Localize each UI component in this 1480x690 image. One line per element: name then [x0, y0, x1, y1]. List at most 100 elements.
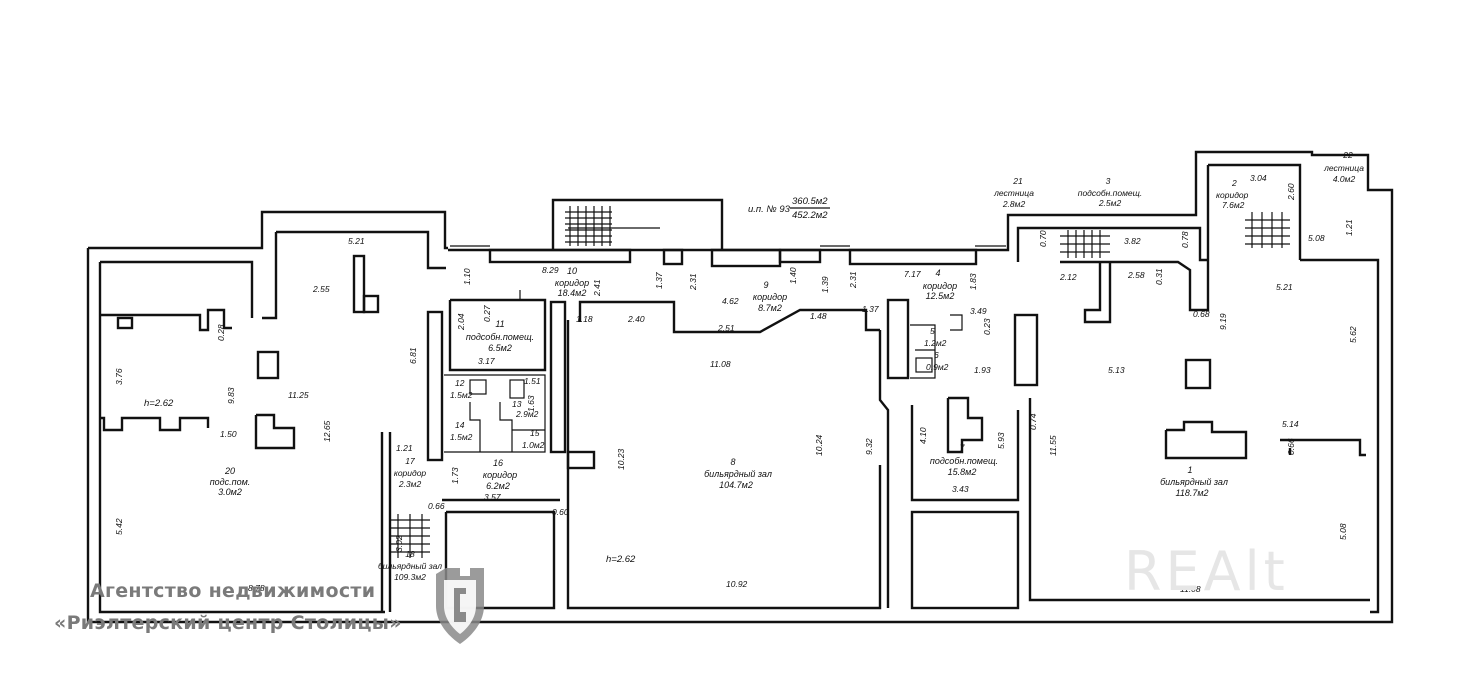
svg-text:бильярдный зал: бильярдный зал	[378, 561, 442, 571]
svg-text:1: 1	[1187, 465, 1192, 475]
svg-text:5.08: 5.08	[1338, 523, 1348, 540]
svg-text:2.5м2: 2.5м2	[1098, 198, 1122, 208]
room-21-label: 21 лестница 2.8м2	[993, 176, 1034, 209]
svg-text:коридор: коридор	[753, 292, 787, 302]
svg-text:1.5м2: 1.5м2	[450, 390, 473, 400]
agency-name-line1: Агентство недвижимости	[90, 580, 376, 602]
svg-text:20: 20	[224, 466, 235, 476]
svg-text:1.73: 1.73	[450, 467, 460, 484]
room-22-label: 22 лестница 4.0м2	[1323, 150, 1364, 184]
svg-text:коридор: коридор	[555, 278, 589, 288]
svg-text:лестница: лестница	[993, 188, 1034, 198]
svg-text:6.5м2: 6.5м2	[488, 343, 512, 353]
svg-text:5.21: 5.21	[1276, 282, 1293, 292]
svg-text:1.5м2: 1.5м2	[450, 432, 473, 442]
svg-text:5.21: 5.21	[348, 236, 365, 246]
svg-text:подс.пом.: подс.пом.	[210, 477, 251, 487]
svg-text:1.2м2: 1.2м2	[924, 338, 947, 348]
svg-text:0.28: 0.28	[216, 324, 226, 341]
svg-text:11.08: 11.08	[1180, 584, 1201, 594]
svg-text:6.2м2: 6.2м2	[486, 481, 510, 491]
svg-text:0.74: 0.74	[1028, 413, 1038, 430]
svg-text:1.21: 1.21	[396, 443, 413, 453]
svg-text:1.21: 1.21	[1344, 219, 1354, 236]
svg-text:1.50: 1.50	[220, 429, 237, 439]
unit-area-2: 452.2м2	[792, 210, 828, 221]
agency-shield-icon	[436, 568, 484, 644]
room-16-label: 16 коридор 6.2м2	[483, 458, 517, 491]
svg-text:118.7м2: 118.7м2	[1175, 488, 1208, 498]
room-15-label: 15 1.0м2	[522, 428, 545, 450]
svg-text:6: 6	[934, 350, 939, 360]
svg-text:1.83: 1.83	[968, 273, 978, 290]
svg-text:10: 10	[567, 266, 577, 276]
svg-text:подсобн.помещ.: подсобн.помещ.	[466, 332, 534, 342]
svg-text:1.37: 1.37	[862, 304, 879, 314]
svg-text:2.31: 2.31	[688, 273, 698, 291]
svg-text:13: 13	[512, 399, 522, 409]
site-watermark: REAlt	[1124, 540, 1289, 603]
svg-text:4: 4	[935, 268, 940, 278]
svg-text:коридор: коридор	[483, 470, 517, 480]
room-12-label: 12 1.5м2	[450, 378, 473, 400]
svg-text:2.41: 2.41	[592, 279, 602, 297]
svg-text:109.3м2: 109.3м2	[394, 572, 426, 582]
room-4-label: 4 коридор 12.5м2	[923, 268, 957, 301]
svg-text:1.18: 1.18	[576, 314, 593, 324]
svg-text:лестница: лестница	[1323, 163, 1364, 173]
svg-text:16: 16	[493, 458, 503, 468]
svg-text:5.62: 5.62	[1348, 326, 1358, 343]
svg-text:1.51: 1.51	[524, 376, 541, 386]
unit-number: и.п. № 93	[748, 204, 791, 215]
svg-text:коридор: коридор	[923, 281, 957, 291]
svg-text:5: 5	[930, 326, 935, 336]
stair-room-3	[1060, 230, 1110, 258]
svg-text:0.68: 0.68	[1193, 309, 1210, 319]
svg-text:10.92: 10.92	[726, 579, 748, 589]
svg-text:0.66: 0.66	[1286, 438, 1296, 455]
room-9-label: 9 коридор 8.7м2	[753, 280, 787, 313]
svg-text:5.42: 5.42	[114, 518, 124, 535]
svg-text:2.31: 2.31	[848, 271, 858, 289]
room-14-label: 14 1.5м2	[450, 420, 473, 442]
svg-text:6.81: 6.81	[408, 347, 418, 364]
room-5-label: 5 1.2м2	[924, 326, 947, 348]
ceiling-height-left: h=2.62	[144, 398, 174, 409]
svg-text:2: 2	[1231, 178, 1237, 188]
unit-header: и.п. № 93 360.5м2 452.2м2	[748, 196, 830, 221]
svg-text:5.14: 5.14	[1282, 419, 1299, 429]
svg-text:подсобн.помещ.: подсобн.помещ.	[930, 456, 998, 466]
svg-text:1.0м2: 1.0м2	[522, 440, 545, 450]
svg-text:5.08: 5.08	[1308, 233, 1325, 243]
svg-text:0.23: 0.23	[982, 318, 992, 335]
svg-text:7.17: 7.17	[904, 269, 921, 279]
svg-text:18.4м2: 18.4м2	[558, 288, 587, 298]
room-6-label: 6 0.9м2	[926, 350, 949, 372]
svg-text:11.55: 11.55	[1048, 435, 1058, 456]
svg-text:0.60: 0.60	[552, 507, 569, 517]
svg-text:0.9м2: 0.9м2	[926, 362, 949, 372]
svg-text:8.29: 8.29	[542, 265, 559, 275]
room-1-label: 1 бильярдный зал 118.7м2	[1160, 465, 1228, 498]
svg-text:2.3м2: 2.3м2	[398, 479, 422, 489]
svg-text:14: 14	[455, 420, 465, 430]
svg-text:11.08: 11.08	[710, 359, 731, 369]
svg-text:12.65: 12.65	[322, 420, 332, 442]
room-11-label: 11 подсобн.помещ. 6.5м2	[466, 319, 534, 353]
svg-text:1.48: 1.48	[810, 311, 827, 321]
svg-text:3.82: 3.82	[1124, 236, 1141, 246]
svg-text:2.9м2: 2.9м2	[515, 409, 539, 419]
svg-text:коридор: коридор	[394, 468, 427, 478]
svg-text:5.93: 5.93	[996, 432, 1006, 449]
svg-text:9.19: 9.19	[1218, 313, 1228, 330]
svg-text:12: 12	[455, 378, 465, 388]
svg-text:4.10: 4.10	[918, 427, 928, 444]
svg-text:3.49: 3.49	[970, 306, 987, 316]
svg-text:2.55: 2.55	[312, 284, 330, 294]
svg-text:2.8м2: 2.8м2	[1002, 199, 1026, 209]
svg-text:0.66: 0.66	[428, 501, 445, 511]
room-20-label: 18 бильярдный зал 109.3м2	[378, 549, 442, 582]
svg-text:1.37: 1.37	[654, 272, 664, 289]
svg-text:1.10: 1.10	[462, 268, 472, 285]
